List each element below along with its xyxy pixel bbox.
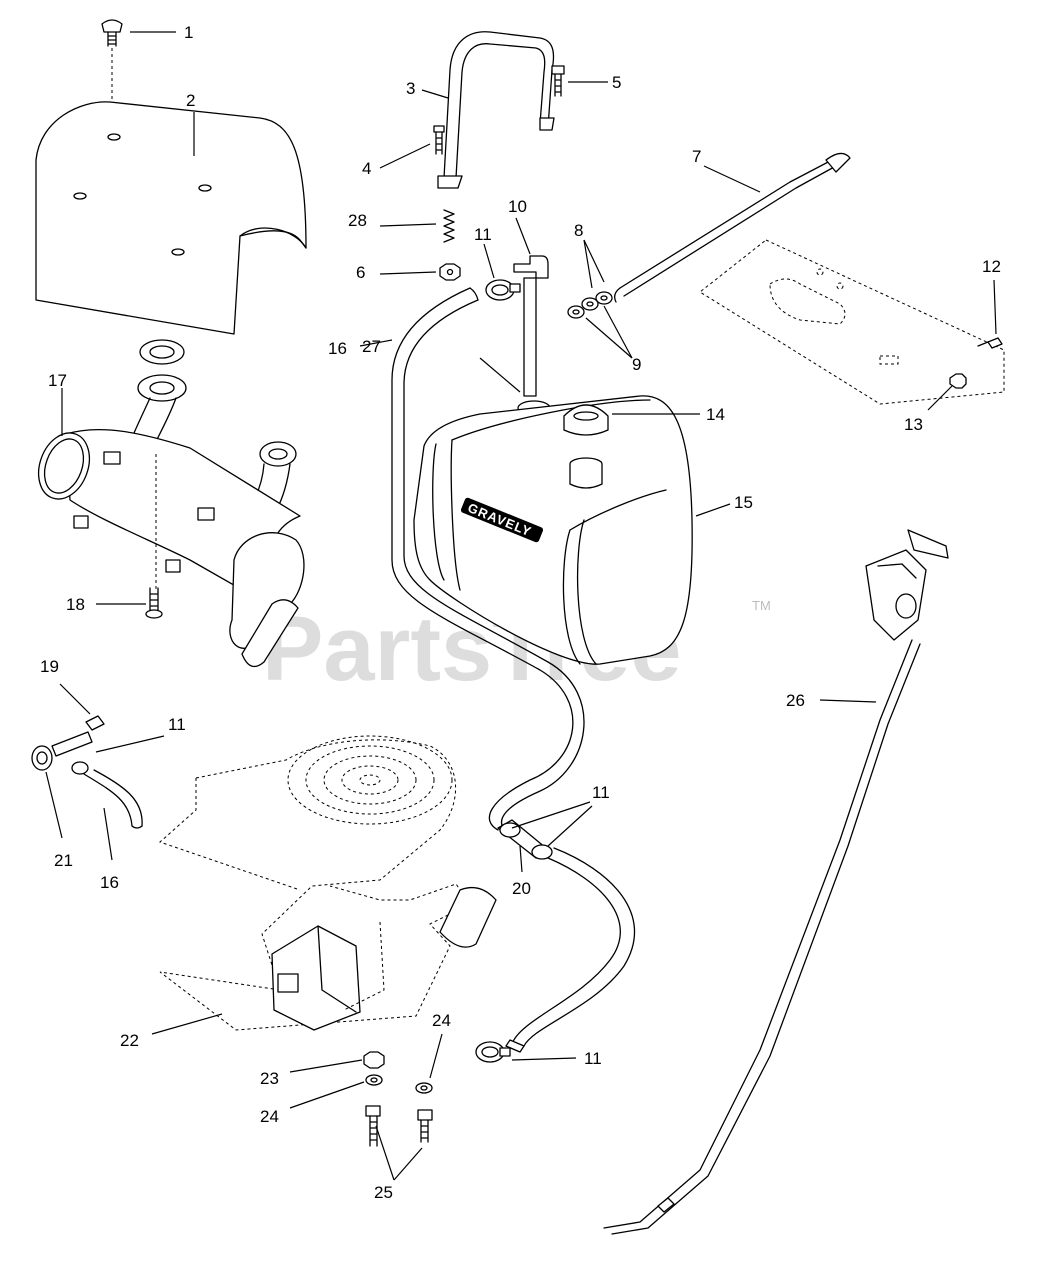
part-hose-clamp-bottom: [475, 1041, 511, 1063]
callout-labels: 1 2 3 4 5 6 7 8 9 10 11 12 13 14 15 16 1…: [40, 23, 1001, 1202]
part-bolt-25a: [365, 1105, 381, 1147]
part-washer-24b: [415, 1082, 433, 1094]
callout-9: 9: [632, 355, 641, 374]
part-washers: [567, 291, 613, 319]
part-throttle-control: [603, 529, 949, 1235]
callout-17: 17: [48, 371, 67, 390]
part-hose-clamp-top: [485, 279, 521, 301]
part-nut-13: [949, 373, 967, 389]
watermark-tm: TM: [752, 598, 771, 613]
callout-23: 23: [260, 1069, 279, 1088]
part-fuel-shutoff: [31, 715, 143, 829]
leader-lines: [45, 31, 997, 1181]
callout-16-left: 16: [100, 873, 119, 892]
part-control-panel: [699, 239, 1005, 405]
part-fuel-cap: [563, 404, 609, 436]
callout-18: 18: [66, 595, 85, 614]
part-screw-18: [145, 587, 163, 619]
callout-26: 26: [786, 691, 805, 710]
callout-27: 27: [362, 337, 381, 356]
callout-11-left: 11: [168, 715, 186, 734]
callout-8: 8: [574, 221, 583, 240]
callout-24-left: 24: [260, 1107, 279, 1126]
part-elbow-fitting: [513, 255, 551, 429]
part-tank-strap: [437, 31, 555, 189]
callout-12: 12: [982, 257, 1001, 276]
callout-25: 25: [374, 1183, 393, 1202]
part-cable-7: [614, 152, 851, 303]
part-nut-6: [439, 263, 461, 281]
callout-22: 22: [120, 1031, 139, 1050]
part-heat-shield: [35, 101, 307, 335]
part-spring: [443, 209, 455, 243]
callout-19: 19: [40, 657, 59, 676]
part-washer-24a: [365, 1074, 383, 1086]
part-lower-hose: [505, 847, 636, 1053]
part-fuel-tank: GRAVELY: [413, 395, 693, 665]
callout-10: 10: [508, 197, 527, 216]
callout-11-filter: 11: [592, 783, 610, 802]
part-screw-12: [977, 337, 1003, 349]
tank-brand-plate: [460, 497, 544, 543]
part-fuel-hose: [391, 287, 585, 835]
callout-16-top: 16: [328, 339, 347, 358]
part-fuel-filter: [497, 819, 553, 860]
callout-14: 14: [706, 405, 725, 424]
callout-15: 15: [734, 493, 753, 512]
callout-11-bottom: 11: [584, 1049, 602, 1068]
callout-13: 13: [904, 415, 923, 434]
part-bolt-5: [551, 65, 565, 97]
part-muffler: [37, 339, 305, 668]
callout-21: 21: [54, 851, 73, 870]
callout-11-top: 11: [474, 225, 492, 244]
callout-24-right: 24: [432, 1011, 451, 1030]
callout-3: 3: [406, 79, 415, 98]
part-bolt-25b: [417, 1109, 433, 1143]
callout-1: 1: [184, 23, 193, 42]
callout-4: 4: [362, 159, 371, 178]
part-nut-23: [363, 1051, 385, 1069]
callout-5: 5: [612, 73, 621, 92]
callout-20: 20: [512, 879, 531, 898]
callout-2: 2: [186, 91, 195, 110]
part-bolt-4: [433, 125, 445, 155]
callout-28: 28: [348, 211, 367, 230]
callout-6: 6: [356, 263, 365, 282]
callout-7: 7: [692, 147, 701, 166]
part-engine: [159, 735, 497, 1031]
